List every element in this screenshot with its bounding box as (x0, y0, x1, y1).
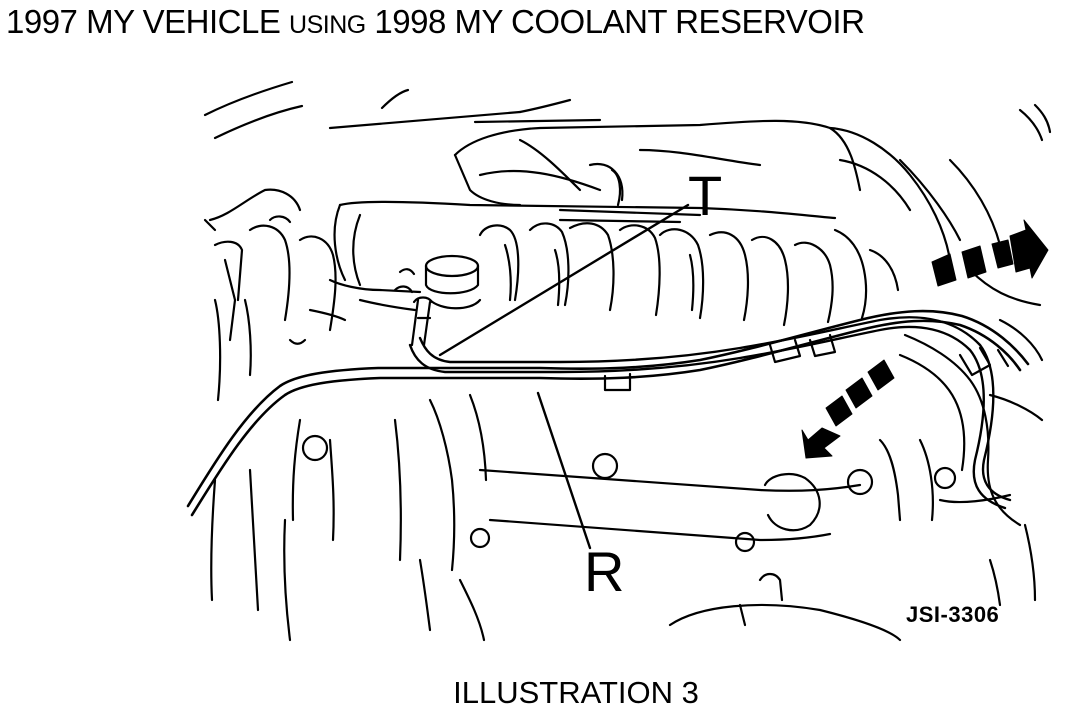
page-title: 1997 MY VEHICLE USING 1998 MY COOLANT RE… (6, 2, 865, 45)
title-part-2: USING (289, 11, 366, 39)
coolant-hose (186, 296, 1030, 517)
callout-label-t: T (688, 164, 723, 227)
flow-arrow-lower (801, 359, 895, 459)
leader-lines (438, 203, 690, 550)
callout-label-r: R (584, 540, 625, 603)
leader-line-r (536, 391, 592, 550)
background-sketch (203, 80, 1052, 142)
title-part-3: 1998 MY COOLANT RESERVOIR (365, 3, 865, 40)
leader-line-t (438, 203, 690, 357)
coolant-reservoir (393, 254, 482, 310)
flow-arrow-upper (931, 219, 1049, 287)
title-part-1: 1997 MY VEHICLE (6, 3, 290, 40)
engine-block (210, 393, 1012, 642)
intake-manifold (333, 200, 900, 327)
engine-cover (453, 119, 1002, 262)
figure-id: JSI-3306 (906, 602, 1000, 627)
left-engine-parts (203, 188, 422, 402)
illustration-caption: ILLUSTRATION 3 (453, 675, 699, 710)
